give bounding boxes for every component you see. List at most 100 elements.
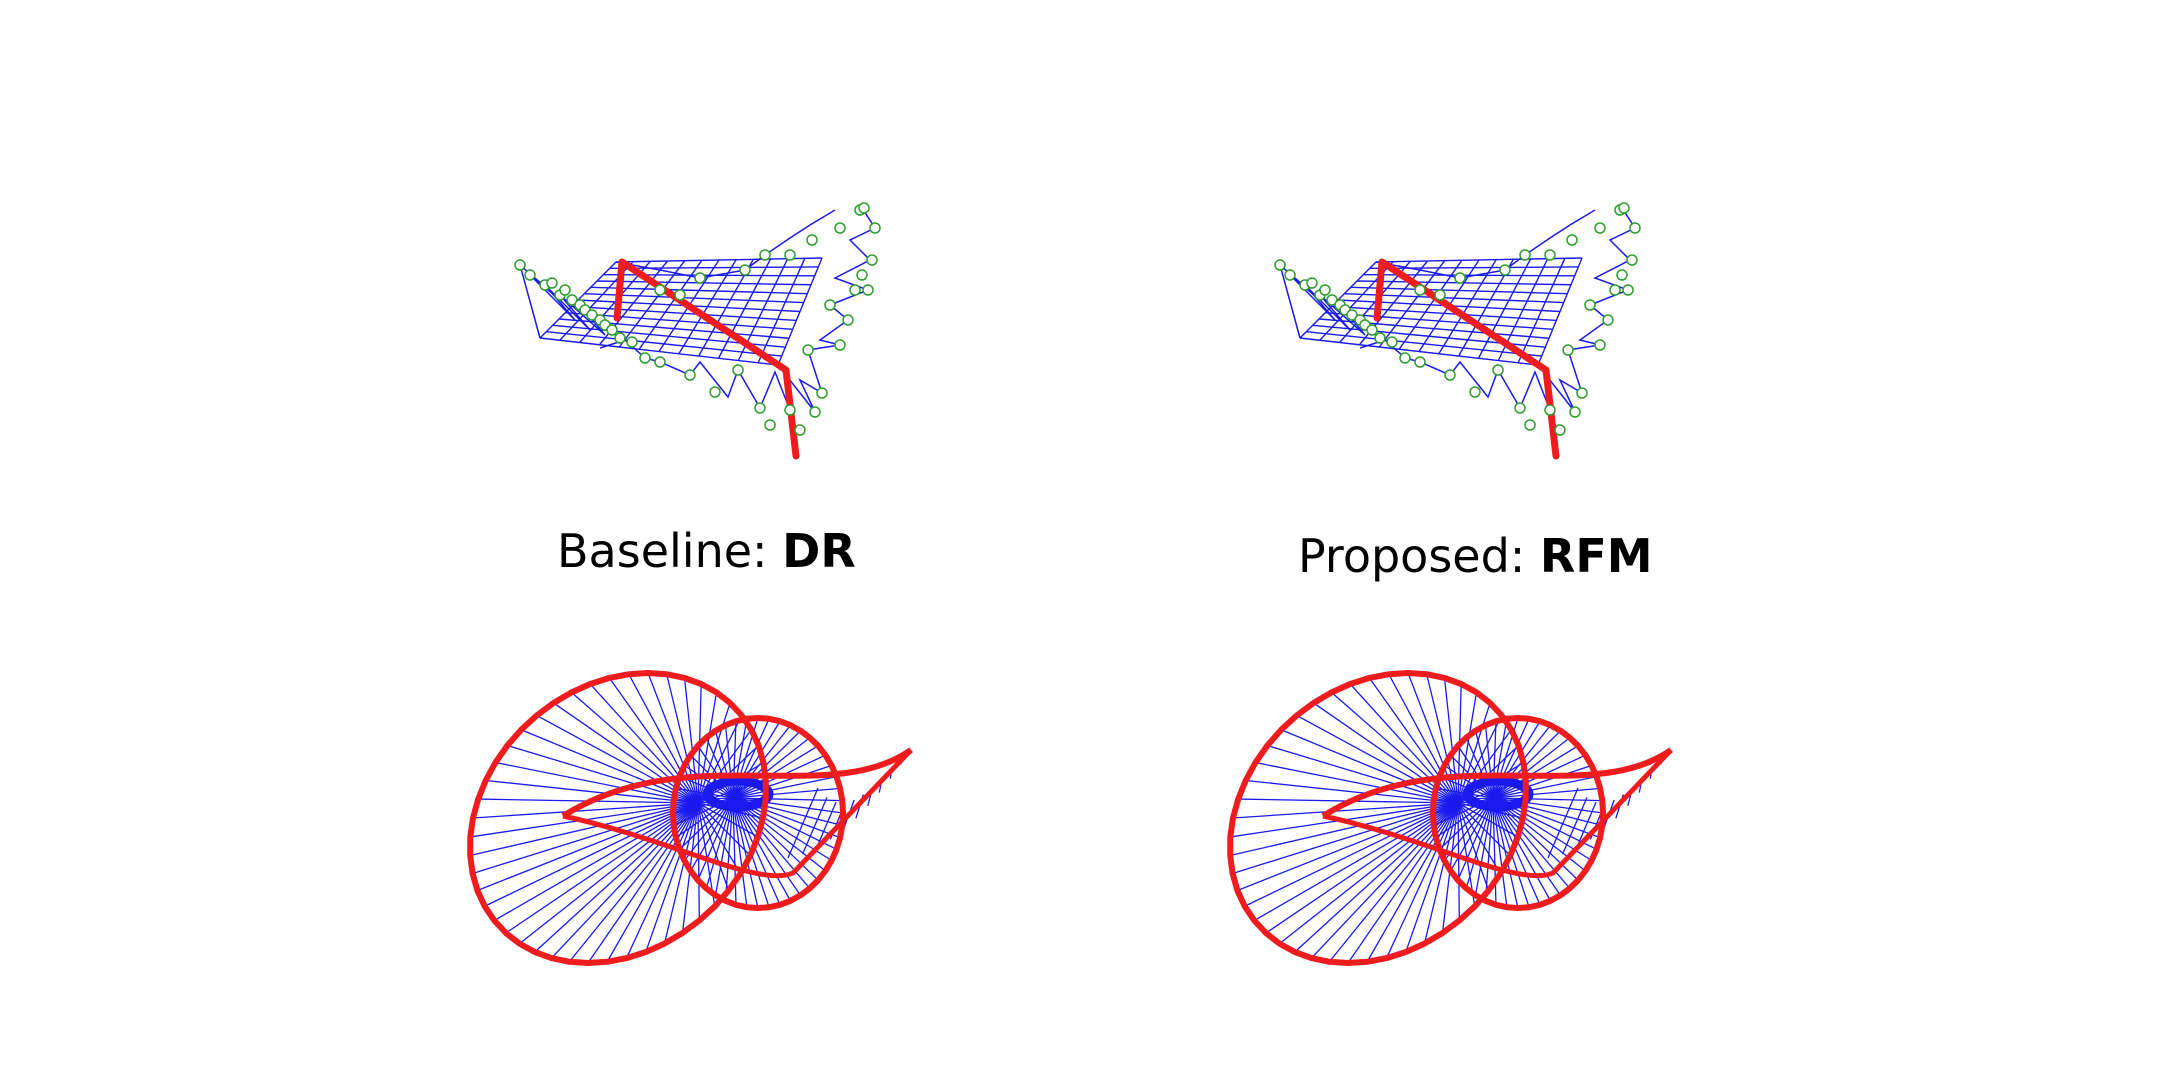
free-node <box>784 404 796 416</box>
free-node <box>1386 336 1398 348</box>
mesh-line <box>1517 258 1566 364</box>
free-node <box>869 222 881 234</box>
saddle-spoke <box>1492 797 1519 909</box>
free-node <box>794 424 806 436</box>
saddle-spoke <box>697 802 700 921</box>
mesh-line <box>757 258 806 364</box>
free-node <box>614 332 626 344</box>
free-node <box>1366 324 1378 336</box>
saddle-edge-inner <box>1430 715 1606 911</box>
free-node <box>1594 339 1606 351</box>
free-node <box>1306 277 1318 289</box>
saddle-spoke <box>672 797 734 814</box>
saddle-net-baseline <box>467 670 913 966</box>
saddle-spoke <box>1576 801 1597 848</box>
saddle-spoke <box>705 737 734 799</box>
free-node <box>759 249 771 261</box>
saddle-spoke <box>732 797 759 909</box>
free-node <box>1319 284 1331 296</box>
saddle-spoke <box>1245 779 1459 804</box>
saddle-spoke <box>1547 787 1579 859</box>
free-node <box>1444 369 1456 381</box>
saddle-spoke <box>732 797 781 906</box>
saddle-edge-valley <box>1322 748 1673 879</box>
saddle-spoke <box>1492 787 1601 799</box>
free-node <box>1374 332 1386 344</box>
free-node <box>654 356 666 368</box>
saddle-spoke <box>684 764 734 799</box>
free-node <box>1609 284 1621 296</box>
free-node <box>834 222 846 234</box>
saddle-spoke <box>507 744 699 804</box>
free-node <box>824 299 836 311</box>
saddle-spoke <box>732 797 843 802</box>
saddle-edge-inner <box>670 715 846 911</box>
saddle-spoke <box>1296 714 1459 804</box>
saddle-spoke <box>625 802 699 959</box>
free-node <box>674 289 686 301</box>
saddle-spoke <box>477 802 699 892</box>
free-node <box>856 269 868 281</box>
saddle-spoke <box>1457 745 1494 799</box>
saddle-spoke <box>1457 802 1460 921</box>
saddle-spoke <box>472 802 699 819</box>
free-node <box>1326 294 1338 306</box>
mesh-line <box>777 257 823 366</box>
saddle-spoke <box>1265 802 1459 934</box>
saddle-spoke <box>1280 729 1459 804</box>
saddle-spoke <box>732 776 837 799</box>
caption-proposed-prefix: Proposed: <box>1298 529 1540 583</box>
free-node <box>1576 387 1588 399</box>
saddle-spoke <box>673 797 734 802</box>
free-node <box>1414 356 1426 368</box>
mesh-zigzag <box>1537 207 1637 413</box>
saddle-spoke <box>1232 802 1459 875</box>
saddle-spoke <box>470 802 699 857</box>
free-node <box>1519 249 1531 261</box>
mesh-zigzag <box>615 209 836 279</box>
saddle-spoke <box>495 761 699 804</box>
free-node <box>754 402 766 414</box>
saddle-spoke <box>1484 797 1494 901</box>
mesh-zigzag <box>777 207 877 413</box>
saddle-spoke <box>628 673 699 804</box>
free-node <box>739 264 751 276</box>
saddle-spoke <box>1426 674 1459 804</box>
free-node <box>858 202 870 214</box>
free-node <box>1414 284 1426 296</box>
free-node <box>626 336 638 348</box>
caption-baseline-method: DR <box>782 524 856 578</box>
saddle-spoke <box>536 714 699 804</box>
mesh-zigzag <box>599 339 791 411</box>
free-node <box>1284 269 1296 281</box>
saddle-spoke <box>1492 764 1592 799</box>
saddle-spoke <box>1347 802 1459 964</box>
free-node <box>806 234 818 246</box>
saddle-spoke <box>485 779 699 804</box>
saddle-spoke <box>732 797 811 889</box>
saddle-edge-outer <box>467 670 769 966</box>
saddle-spoke <box>1457 802 1502 874</box>
free-node <box>1544 249 1556 261</box>
free-node <box>816 387 828 399</box>
free-node <box>1514 402 1526 414</box>
saddle-spoke <box>1368 677 1459 804</box>
mesh-zigzag <box>1359 339 1551 411</box>
saddle-spoke <box>683 677 699 804</box>
saddle-spoke <box>732 745 819 799</box>
free-node <box>1544 404 1556 416</box>
free-node <box>809 406 821 418</box>
saddle-spoke <box>697 745 734 799</box>
saddle-spoke <box>1492 776 1597 799</box>
saddle-spoke <box>1255 761 1459 804</box>
free-node <box>732 364 744 376</box>
saddle-spoke <box>732 797 737 905</box>
saddle-spoke <box>493 802 699 922</box>
free-node <box>1629 222 1641 234</box>
free-node <box>1492 364 1504 376</box>
grid-net-baseline <box>514 202 881 460</box>
free-node <box>802 344 814 356</box>
free-node <box>654 284 666 296</box>
free-node <box>1562 344 1574 356</box>
